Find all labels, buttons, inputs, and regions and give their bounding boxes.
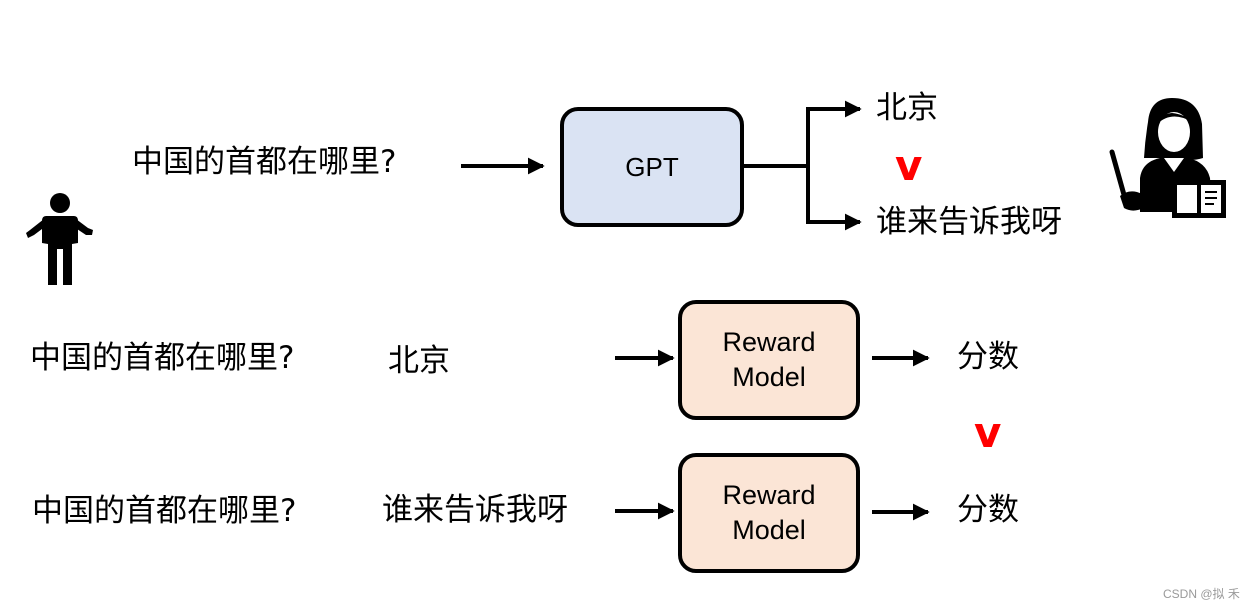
watermark: CSDN @拟 禾 — [1163, 587, 1240, 601]
teacher-icon — [1109, 98, 1226, 218]
reward-model-label-line1: Reward — [722, 479, 816, 510]
answer-bad: 谁来告诉我呀 — [876, 204, 1062, 240]
row2-question: 中国的首都在哪里? — [32, 493, 297, 529]
top-question: 中国的首都在哪里? — [132, 144, 397, 180]
reward-model-label-line2: Model — [732, 515, 806, 545]
top-comparison-mark: v — [895, 141, 923, 190]
row1-answer: 北京 — [388, 343, 450, 379]
reward-model-label-line1: Reward — [722, 326, 816, 357]
answer-good: 北京 — [876, 90, 938, 126]
reward-model-box-1: Reward Model — [678, 300, 860, 420]
reward-model-label-line2: Model — [732, 362, 806, 392]
row1-question: 中国的首都在哪里? — [30, 340, 295, 376]
bottom-comparison-mark: v — [974, 408, 1002, 457]
row2-answer: 谁来告诉我呀 — [382, 492, 568, 528]
gpt-box: GPT — [560, 107, 744, 227]
reward-model-box-2: Reward Model — [678, 453, 860, 573]
person-icon — [26, 193, 93, 285]
gpt-label: GPT — [625, 151, 679, 182]
row2-score: 分数 — [957, 492, 1019, 528]
gpt-output-branch — [744, 100, 862, 231]
row1-score: 分数 — [957, 339, 1019, 375]
